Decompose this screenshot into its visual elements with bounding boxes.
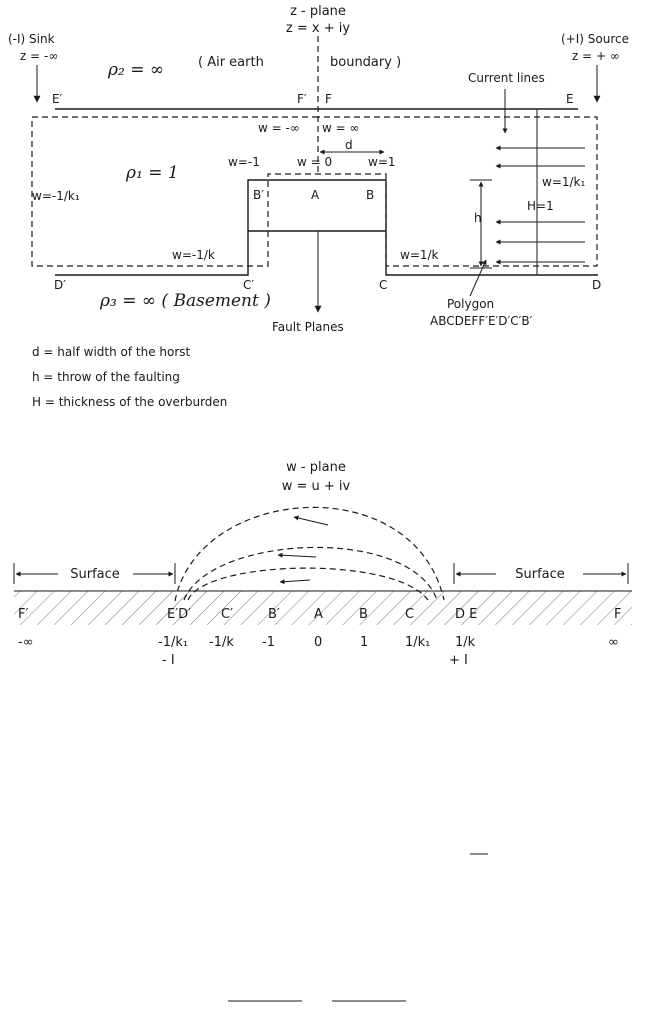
current-arc-middle <box>183 546 438 601</box>
boundary-label: boundary ) <box>330 55 401 70</box>
polygon-title: Polygon <box>447 297 494 311</box>
axis-value-one: 1 <box>360 635 368 650</box>
current-arc-outer <box>174 506 445 602</box>
axis-letter-A: A <box>314 607 323 622</box>
air-earth-label: ( Air earth <box>198 55 264 70</box>
sink-label: (-I) Sink <box>8 32 55 46</box>
surface-right-label: Surface <box>515 567 565 582</box>
z-plane-equation: z = x + iy <box>286 21 350 36</box>
label-B-prime: B′ <box>253 188 264 202</box>
minus-I-label: - I <box>162 653 175 668</box>
axis-letter-B-prime: B′ <box>268 607 280 622</box>
axis-letter-F-prime: F′ <box>18 607 28 622</box>
w-plus-inf: w = ∞ <box>322 121 360 135</box>
current-lines-label: Current lines <box>468 71 545 85</box>
axis-value-minus-inf: -∞ <box>18 635 34 650</box>
rho1-label: ρ₁ = 1 <box>125 163 179 183</box>
polygon-outline <box>31 116 598 267</box>
axis-letter-C: C <box>405 607 414 622</box>
arc-arrow-inner <box>279 579 311 585</box>
w-minus-inv-k: w=-1/k <box>172 248 215 262</box>
h-label: h <box>474 211 482 225</box>
axis-letter-D-E: D E <box>455 607 477 622</box>
label-F: F <box>325 92 332 106</box>
surface-left-label: Surface <box>70 567 120 582</box>
label-E-prime: E′ <box>52 92 63 106</box>
legend-d: d = half width of the horst <box>32 345 191 359</box>
axis-value-minus-inv-k: -1/k <box>209 635 234 650</box>
rho2-label: ρ₂ = ∞ <box>107 60 164 80</box>
label-D-prime: D′ <box>54 278 66 292</box>
label-C-prime: C′ <box>243 278 254 292</box>
axis-value-inv-k: 1/k <box>455 635 476 650</box>
source-label: (+I) Source <box>561 32 629 46</box>
source-z: z = + ∞ <box>572 49 620 63</box>
axis-value-zero: 0 <box>314 635 322 650</box>
w-plane-title: w - plane <box>286 460 346 475</box>
horst-boundary <box>55 179 598 276</box>
w-inv-k: w=1/k <box>400 248 439 262</box>
z-plane-title: z - plane <box>290 4 346 19</box>
rho3-label: ρ₃ = ∞ ( Basement ) <box>99 291 271 311</box>
label-E: E <box>566 92 574 106</box>
axis-value-minus-one: -1 <box>262 635 275 650</box>
axis-value-inv-k1: 1/k₁ <box>405 635 430 650</box>
w-minus-inf: w = -∞ <box>258 121 300 135</box>
arc-arrow-middle <box>277 552 317 558</box>
axis-letter-B: B <box>359 607 368 622</box>
sink-z: z = -∞ <box>20 49 58 63</box>
w-plane-equation: w = u + iv <box>282 479 351 494</box>
polygon-pointer <box>469 259 487 297</box>
current-arc-inner <box>187 567 429 601</box>
polygon-vertices: ABCDEFF′E′D′C′B′ <box>430 314 533 328</box>
label-C: C <box>379 278 387 292</box>
fault-planes-label: Fault Planes <box>272 320 344 334</box>
w-minus-one: w=-1 <box>228 155 260 169</box>
hatched-half-plane <box>14 591 632 625</box>
w-zero: w = 0 <box>297 155 332 169</box>
label-A: A <box>311 188 320 202</box>
axis-value-minus-inv-k1: -1/k₁ <box>158 635 188 650</box>
axis-letter-F: F <box>614 607 621 622</box>
w-plane-diagram: w - plane w = u + iv Surface Surface F′ … <box>13 460 632 668</box>
plus-I-label: + I <box>449 653 468 668</box>
z-plane-diagram: z - plane z = x + iy (-I) Sink z = -∞ (+… <box>8 4 629 409</box>
w-inv-k1: w=1/k₁ <box>542 175 585 189</box>
label-D: D <box>592 278 601 292</box>
H-label: H=1 <box>527 199 554 213</box>
d-label: d <box>345 138 353 152</box>
legend-H: H = thickness of the overburden <box>32 395 227 409</box>
w-minus-inv-k1: w=-1/k₁ <box>32 189 80 203</box>
label-B: B <box>366 188 374 202</box>
axis-letter-E-prime-D-prime: E′D′ <box>167 607 191 622</box>
w-one: w=1 <box>368 155 396 169</box>
legend-h: h = throw of the faulting <box>32 370 180 384</box>
axis-value-plus-inf: ∞ <box>608 635 619 650</box>
axis-letter-C-prime: C′ <box>221 607 233 622</box>
arc-arrow-outer <box>293 515 329 526</box>
label-F-prime: F′ <box>297 92 307 106</box>
